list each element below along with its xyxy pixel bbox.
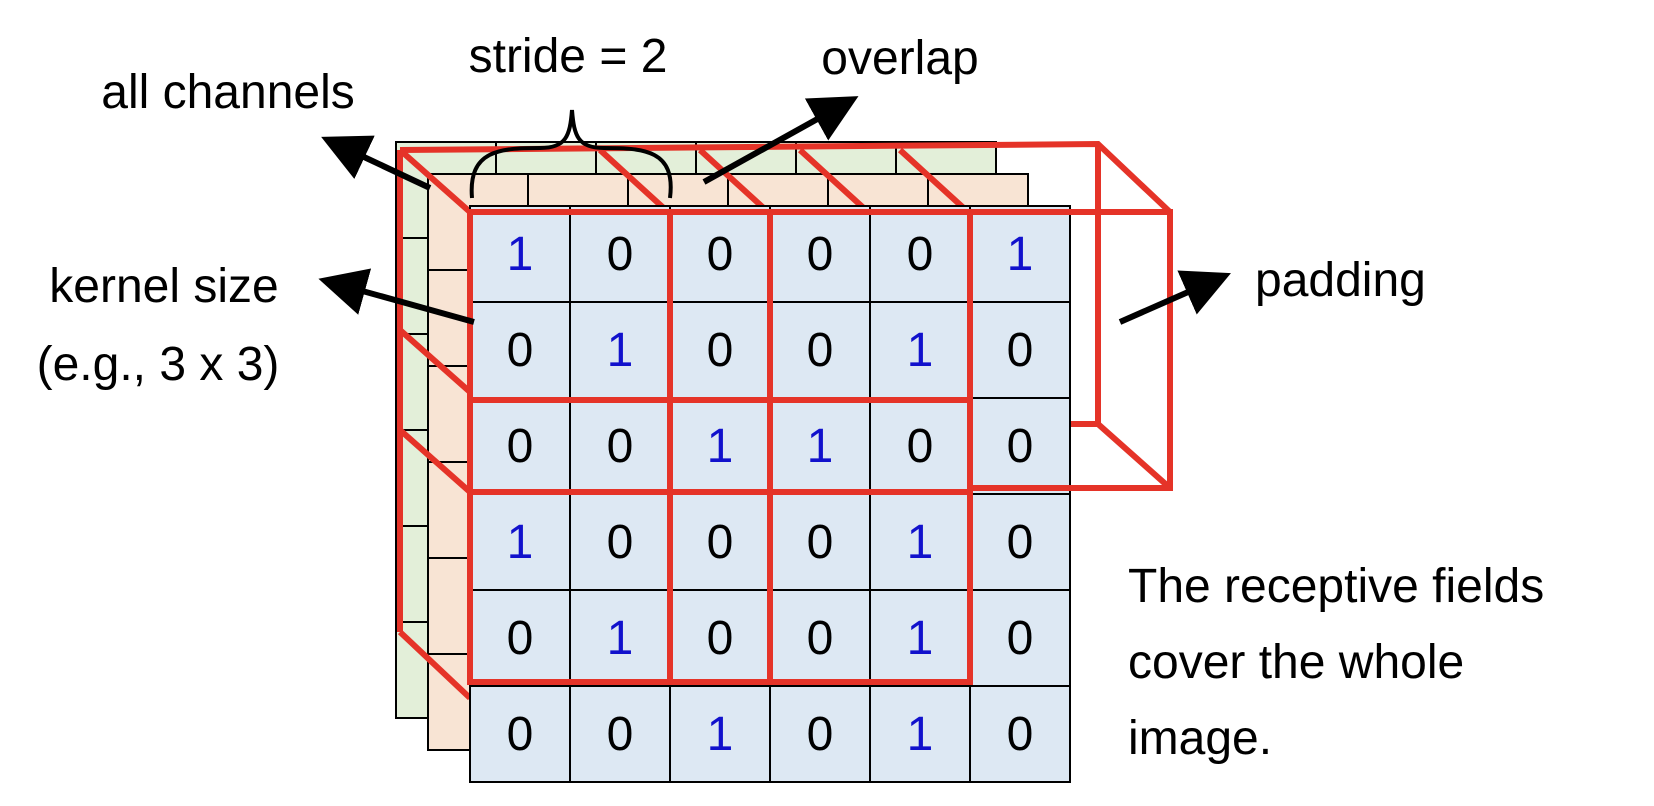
grid-cell-value: 0 [807,612,834,665]
label-receptive-line1: The receptive fields [1128,560,1544,613]
grid-cell-value: 1 [1007,228,1034,281]
stride-brace [469,109,673,199]
grid-cell-value: 1 [607,324,634,377]
grid-cell-value: 0 [807,228,834,281]
arrow-all-channels [321,135,432,191]
grid-cell-value: 0 [807,708,834,761]
grid-cell-value: 0 [707,516,734,569]
grid-cell-value: 0 [1007,708,1034,761]
grid-cell-value: 0 [607,708,634,761]
grid-cell-value: 0 [707,324,734,377]
grid-cell-value: 0 [607,228,634,281]
annotation-arrows [318,96,1231,325]
grid-cell-value: 0 [1007,324,1034,377]
grid-cell-value: 0 [1007,516,1034,569]
label-overlap: overlap [821,32,978,85]
kernel-window [667,397,973,685]
kernel-window [467,397,773,685]
kernel-window [467,209,773,495]
grid-cell-value: 0 [1007,420,1034,473]
grid-cell-value: 0 [807,516,834,569]
arrow-overlap [702,96,859,185]
label-receptive-line2: cover the whole [1128,636,1464,689]
label-all-channels: all channels [101,66,355,119]
arrow-padding [1118,270,1231,325]
grid-cell-value: 0 [907,420,934,473]
grid-cell-value: 1 [907,612,934,665]
grid-cell-value: 0 [1007,612,1034,665]
grid-cell-value: 0 [507,420,534,473]
grid-cell-value: 0 [707,228,734,281]
front-grid-values: 1 0 0 0 0 1 0 1 0 0 1 0 0 0 1 1 0 0 1 0 0 0 1 0 0 1 0 0 1 0 0 0 1 0 1 0 [507,228,1034,761]
grid-cell-value: 1 [507,516,534,569]
grid-cell-value: 1 [707,708,734,761]
arrow-kernel-size [318,268,475,325]
label-kernel-example: (e.g., 3 x 3) [37,338,280,391]
grid-cell-value: 0 [507,708,534,761]
grid-cell-value: 0 [807,324,834,377]
grid-cell-value: 1 [907,324,934,377]
grid-cell-value: 0 [907,228,934,281]
label-receptive-line3: image. [1128,712,1272,765]
grid-cell-value: 1 [907,516,934,569]
grid-cell-value: 1 [907,708,934,761]
kernel-outlines-front [467,209,1173,685]
grid-cell-value: 0 [507,612,534,665]
label-stride: stride = 2 [469,30,668,83]
label-kernel-size: kernel size [49,260,278,313]
grid-cell-value: 1 [507,228,534,281]
grid-cell-value: 0 [507,324,534,377]
grid-cell-value: 0 [607,516,634,569]
grid-cell-value: 0 [607,420,634,473]
grid-cell-value: 1 [807,420,834,473]
grid-cell-value: 1 [607,612,634,665]
label-padding: padding [1255,254,1426,307]
grid-cell-value: 0 [707,612,734,665]
grid-cell-value: 1 [707,420,734,473]
